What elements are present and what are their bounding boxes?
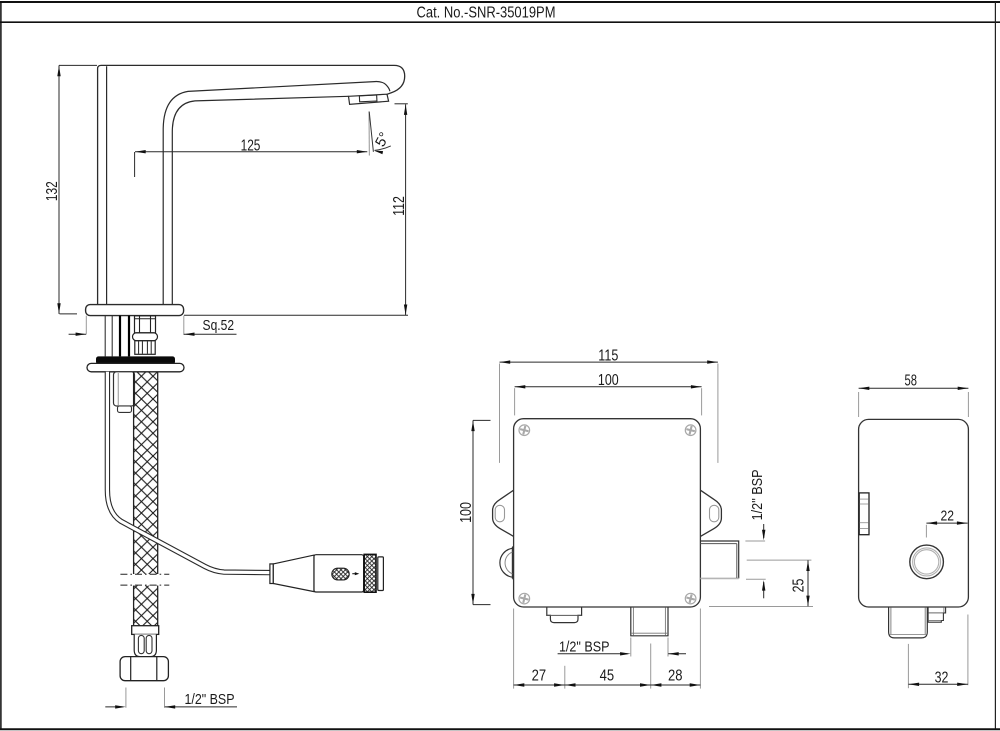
svg-text:58: 58 <box>905 372 918 389</box>
svg-text:132: 132 <box>44 181 61 201</box>
svg-text:125: 125 <box>241 137 261 154</box>
svg-text:1/2" BSP: 1/2" BSP <box>559 639 610 655</box>
svg-text:Cat. No.-SNR-35019PM: Cat. No.-SNR-35019PM <box>417 5 556 22</box>
svg-text:1/2" BSP: 1/2" BSP <box>185 692 235 708</box>
svg-text:Sq.52: Sq.52 <box>203 318 235 334</box>
svg-text:115: 115 <box>598 347 618 364</box>
svg-text:28: 28 <box>668 667 683 684</box>
svg-text:32: 32 <box>935 669 949 686</box>
svg-text:45: 45 <box>600 667 615 684</box>
svg-text:100: 100 <box>598 372 619 389</box>
svg-text:22: 22 <box>941 508 955 525</box>
svg-text:1/2" BSP: 1/2" BSP <box>750 469 766 520</box>
svg-text:27: 27 <box>532 667 547 684</box>
svg-text:25: 25 <box>791 579 808 593</box>
svg-text:100: 100 <box>458 502 475 523</box>
svg-text:5°: 5° <box>373 130 394 150</box>
svg-text:112: 112 <box>391 196 408 216</box>
